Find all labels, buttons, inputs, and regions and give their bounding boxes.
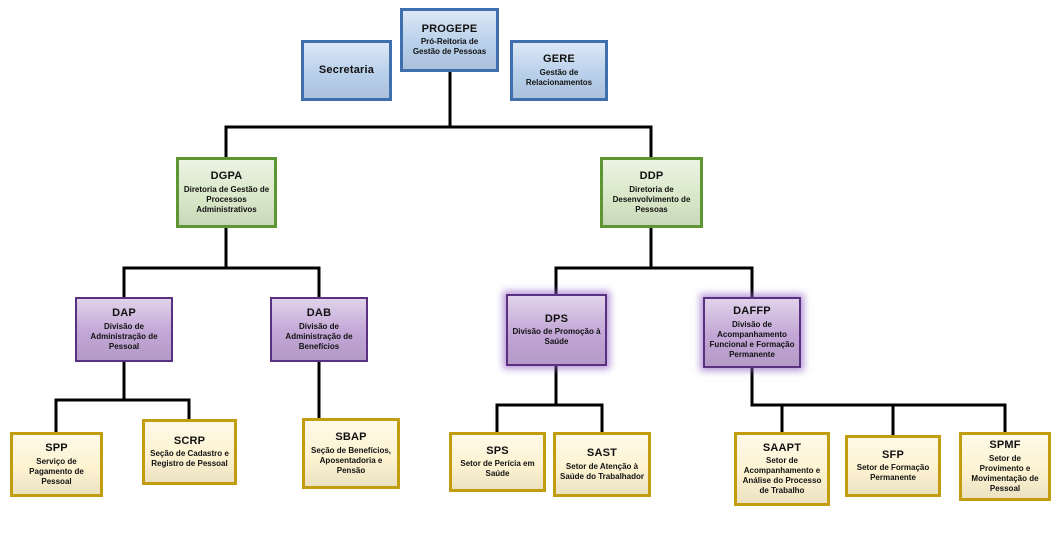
org-node-spp: SPP Serviço de Pagamento de Pessoal: [10, 432, 103, 497]
node-title: SPS: [486, 444, 509, 457]
org-node-ddp: DDP Diretoria de Desenvolvimento de Pess…: [600, 157, 703, 228]
org-node-dab: DAB Divisão de Administração de Benefíci…: [270, 297, 368, 362]
node-title: DPS: [544, 312, 569, 325]
node-subtitle: Gestão de Relacionamentos: [525, 67, 593, 87]
org-node-progepe: PROGEPE Pró-Reitoria de Gestão de Pessoa…: [400, 8, 499, 72]
org-node-sbap: SBAP Seção de Benefícios, Aposentadoria …: [302, 418, 400, 489]
node-title: PROGEPE: [421, 22, 478, 35]
org-node-sps: SPS Setor de Perícia em Saúde: [449, 432, 546, 492]
connector-daffp-children: [750, 366, 1007, 437]
node-title: DAP: [112, 307, 136, 320]
org-node-daffp: DAFFP Divisão de Acompanhamento Funciona…: [703, 297, 801, 368]
node-title: SAAPT: [762, 441, 802, 454]
org-node-scrp: SCRP Seção de Cadastro e Registro de Pes…: [142, 419, 237, 485]
connector-dps-children: [495, 364, 604, 434]
node-subtitle: Diretoria de Desenvolvimento de Pessoas: [612, 184, 691, 214]
node-title: SFP: [882, 448, 904, 461]
org-node-dps: DPS Divisão de Promoção à Saúde: [506, 294, 607, 366]
node-title: SAST: [586, 447, 618, 460]
org-node-dap: DAP Divisão de Administração de Pessoal: [75, 297, 173, 362]
node-subtitle: Seção de Benefícios, Aposentadoria e Pen…: [310, 445, 392, 475]
node-subtitle: Divisão de Administração de Benefícios: [285, 321, 353, 351]
org-node-secretaria: Secretaria: [301, 40, 392, 101]
node-subtitle: Seção de Cadastro e Registro de Pessoal: [150, 449, 229, 469]
org-node-saapt: SAAPT Setor de Acompanhamento e Análise …: [734, 432, 830, 506]
node-subtitle: Divisão de Promoção à Saúde: [512, 327, 601, 347]
node-subtitle: Setor de Perícia em Saúde: [460, 459, 535, 479]
org-node-dgpa: DGPA Diretoria de Gestão de Processos Ad…: [176, 157, 277, 228]
node-subtitle: Diretoria de Gestão de Processos Adminis…: [183, 184, 270, 214]
connector-ddp-children: [554, 226, 754, 299]
node-title: SCRP: [173, 434, 206, 447]
node-title: SPP: [45, 442, 68, 455]
node-title: Secretaria: [318, 64, 375, 77]
connector-dgpa-children: [122, 226, 321, 299]
org-node-sfp: SFP Setor de Formação Permanente: [845, 435, 941, 497]
node-subtitle: Divisão de Acompanhamento Funcional e Fo…: [709, 319, 795, 359]
node-title: DAB: [306, 307, 332, 320]
org-node-spmf: SPMF Setor de Provimento e Movimentação …: [959, 432, 1051, 501]
node-subtitle: Pró-Reitoria de Gestão de Pessoas: [412, 37, 487, 57]
node-subtitle: Divisão de Administração de Pessoal: [90, 321, 158, 351]
node-title: DDP: [639, 170, 664, 183]
org-node-gere: GERE Gestão de Relacionamentos: [510, 40, 608, 101]
node-title: SPMF: [989, 439, 1021, 452]
node-subtitle: Setor de Acompanhamento e Análise do Pro…: [742, 456, 822, 496]
node-title: SBAP: [335, 431, 367, 444]
node-subtitle: Setor de Formação Permanente: [856, 463, 930, 483]
node-title: GERE: [543, 53, 575, 66]
node-title: DAFFP: [733, 305, 771, 318]
node-subtitle: Setor de Provimento e Movimentação de Pe…: [971, 453, 1039, 493]
org-node-sast: SAST Setor de Atenção à Saúde do Trabalh…: [553, 432, 651, 497]
node-subtitle: Serviço de Pagamento de Pessoal: [29, 456, 84, 486]
node-subtitle: Setor de Atenção à Saúde do Trabalhador: [560, 461, 645, 481]
node-title: DGPA: [210, 170, 243, 183]
